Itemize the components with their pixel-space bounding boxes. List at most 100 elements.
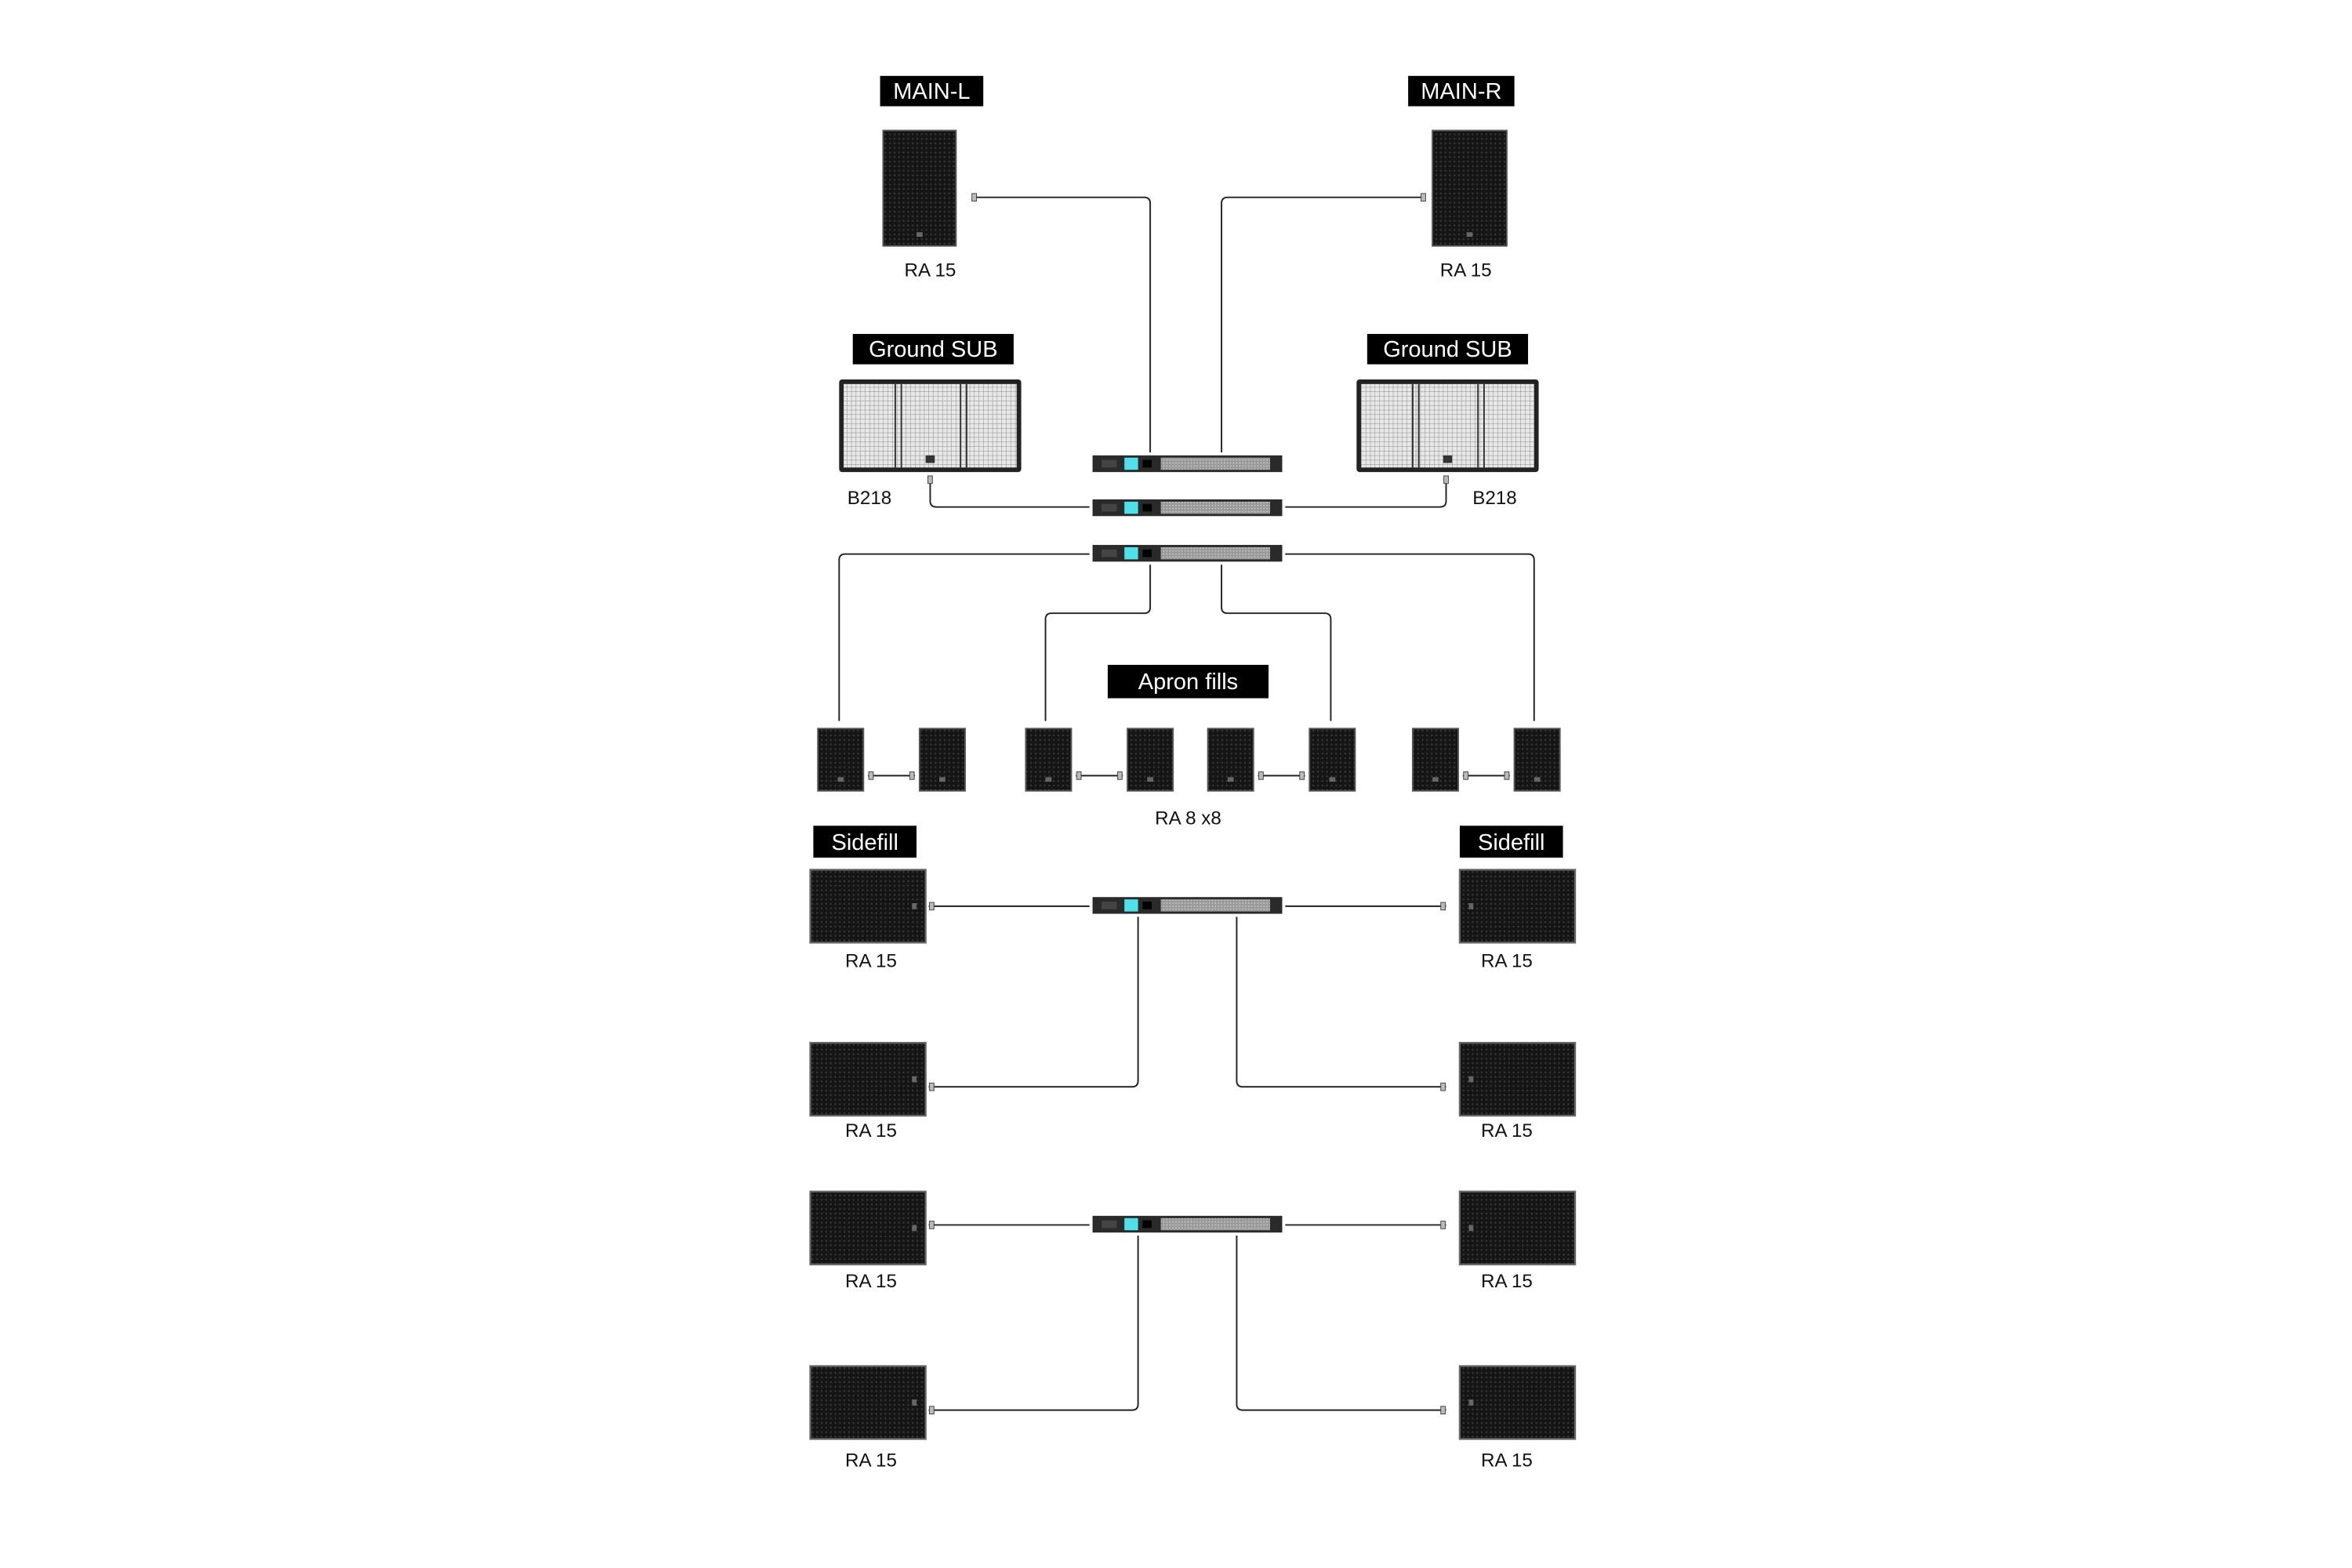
speaker-body bbox=[882, 129, 957, 247]
amp-logo bbox=[1102, 549, 1117, 557]
amplifier bbox=[1092, 1215, 1283, 1233]
speaker-logo bbox=[1045, 777, 1052, 782]
speaker-cabinet bbox=[809, 1190, 927, 1265]
subwoofer-cabinet bbox=[1356, 379, 1539, 473]
speaker-cabinet bbox=[1458, 1190, 1577, 1265]
connector bbox=[1440, 902, 1446, 911]
connector bbox=[929, 1082, 935, 1091]
speaker-cabinet bbox=[809, 1365, 927, 1440]
speaker-logo bbox=[912, 1399, 917, 1406]
speaker-cabinet bbox=[1127, 728, 1174, 792]
model-caption: RA 8 x8 bbox=[1155, 808, 1221, 829]
model-caption: RA 15 bbox=[845, 1450, 897, 1471]
connector bbox=[927, 475, 933, 485]
connector bbox=[929, 1221, 935, 1229]
connector bbox=[1443, 475, 1449, 485]
cable bbox=[1044, 564, 1152, 721]
speaker-cabinet bbox=[1432, 129, 1508, 247]
speaker-body bbox=[1458, 869, 1577, 944]
model-caption: RA 15 bbox=[1481, 1271, 1533, 1292]
amplifier bbox=[1092, 455, 1283, 473]
sub-grille bbox=[1361, 383, 1534, 468]
speaker-body bbox=[809, 1041, 927, 1117]
amp-logo bbox=[1102, 503, 1117, 512]
label-sidefill-r: Sidefill bbox=[1459, 826, 1563, 858]
amp-buttons bbox=[1142, 503, 1152, 512]
amp-buttons bbox=[1142, 1220, 1152, 1229]
label-text: MAIN-L bbox=[893, 79, 970, 104]
amp-logo bbox=[1102, 1220, 1117, 1229]
speaker-cabinet bbox=[1458, 1365, 1577, 1440]
amplifier bbox=[1092, 545, 1283, 562]
connector bbox=[909, 771, 915, 780]
amp-grille bbox=[1160, 899, 1270, 912]
speaker-logo bbox=[1468, 1399, 1474, 1406]
sub-logo bbox=[1443, 455, 1453, 463]
label-text: Ground SUB bbox=[1383, 337, 1512, 362]
speaker-logo bbox=[1329, 777, 1336, 782]
speaker-body bbox=[1458, 1190, 1577, 1265]
model-caption: RA 15 bbox=[845, 1271, 897, 1292]
speaker-cabinet bbox=[1025, 728, 1073, 792]
connector bbox=[1440, 1221, 1446, 1229]
cable bbox=[1285, 553, 1535, 721]
speaker-cabinet bbox=[1207, 728, 1254, 792]
connector bbox=[1440, 1406, 1446, 1414]
speaker-body bbox=[1458, 1041, 1577, 1117]
connector bbox=[868, 771, 874, 780]
cable bbox=[1236, 916, 1446, 1088]
speaker-cabinet bbox=[882, 129, 957, 247]
amp-buttons bbox=[1142, 549, 1152, 557]
connector bbox=[1299, 771, 1305, 780]
cable bbox=[974, 196, 1152, 452]
sub-logo bbox=[925, 455, 935, 463]
model-caption: RA 15 bbox=[845, 1120, 897, 1142]
connector bbox=[1076, 771, 1082, 780]
amp-screen bbox=[1124, 457, 1138, 470]
model-caption: RA 15 bbox=[1481, 1450, 1533, 1471]
label-ground-sub-l: Ground SUB bbox=[852, 333, 1014, 365]
amp-screen bbox=[1124, 899, 1138, 912]
connector bbox=[1117, 771, 1123, 780]
speaker-cabinet bbox=[1458, 869, 1577, 944]
cable bbox=[838, 553, 1090, 721]
speaker-logo bbox=[1534, 777, 1541, 782]
label-sidefill-l: Sidefill bbox=[813, 826, 917, 858]
speaker-logo bbox=[1468, 902, 1474, 909]
amp-grille bbox=[1160, 546, 1270, 560]
cable bbox=[928, 1235, 1139, 1411]
connector bbox=[929, 902, 935, 911]
speaker-logo bbox=[837, 777, 844, 782]
speaker-logo bbox=[916, 232, 923, 238]
model-caption: B218 bbox=[1472, 488, 1516, 509]
speaker-logo bbox=[1468, 1225, 1474, 1232]
cable bbox=[1236, 1235, 1446, 1411]
model-caption: RA 15 bbox=[1440, 260, 1492, 281]
cable bbox=[1285, 479, 1447, 508]
model-caption: RA 15 bbox=[1481, 1120, 1533, 1142]
amplifier bbox=[1092, 499, 1283, 517]
speaker-logo bbox=[912, 1225, 917, 1232]
speaker-cabinet bbox=[918, 728, 966, 792]
speaker-body bbox=[1432, 129, 1508, 247]
connector bbox=[1463, 771, 1469, 780]
speaker-body bbox=[809, 1190, 927, 1265]
speaker-cabinet bbox=[1411, 728, 1459, 792]
speaker-cabinet bbox=[809, 1041, 927, 1117]
connector bbox=[929, 1406, 935, 1414]
label-text: MAIN-R bbox=[1421, 79, 1501, 104]
amplifier bbox=[1092, 897, 1283, 914]
model-caption: RA 15 bbox=[1481, 950, 1533, 971]
speaker-logo bbox=[1227, 777, 1234, 782]
speaker-logo bbox=[912, 1076, 917, 1083]
amp-screen bbox=[1124, 501, 1138, 514]
label-main-r: MAIN-R bbox=[1408, 75, 1515, 107]
speaker-cabinet bbox=[1308, 728, 1356, 792]
speaker-body bbox=[809, 869, 927, 944]
model-caption: RA 15 bbox=[845, 950, 897, 971]
cables bbox=[838, 193, 1535, 1414]
speaker-body bbox=[809, 1365, 927, 1440]
amp-buttons bbox=[1142, 459, 1152, 468]
label-text: Sidefill bbox=[1478, 830, 1544, 855]
